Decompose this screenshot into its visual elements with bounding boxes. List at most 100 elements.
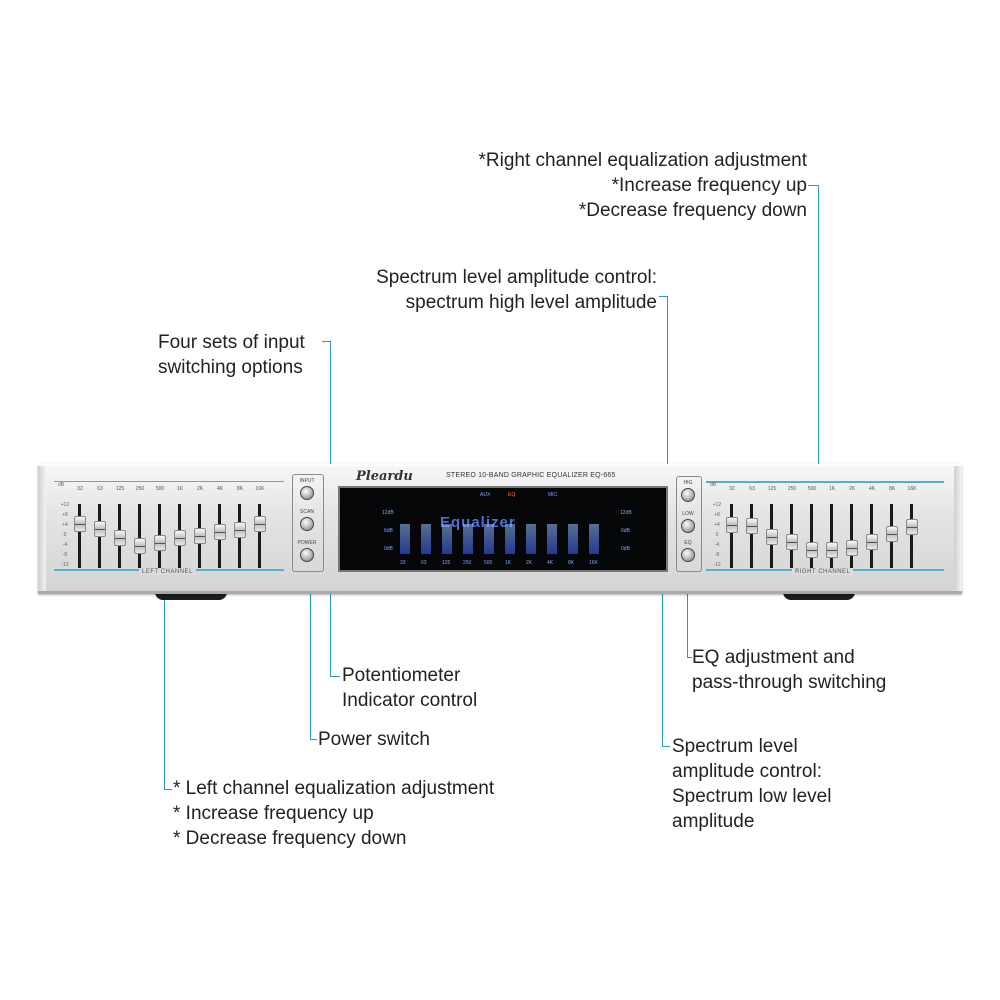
right-freq-label-4K: 4K xyxy=(868,486,876,492)
spectrum-freq-1K: 1K xyxy=(505,560,512,566)
spectrum-freq-125: 125 xyxy=(442,560,451,566)
spectrum-bar-8K xyxy=(568,524,578,554)
right-slider-knob-63[interactable] xyxy=(746,518,758,535)
left-channel-line-3: * Decrease frequency down xyxy=(173,828,407,849)
left-slider-knob-2K[interactable] xyxy=(194,528,206,544)
spectrum-low-body-1: Spectrum low level xyxy=(672,786,832,807)
left-slider-track-32 xyxy=(78,504,81,568)
equalizer-device: Pleardu STEREO 10-BAND GRAPHIC EQUALIZER… xyxy=(38,464,962,594)
scale-right-0: 0dB xyxy=(621,546,630,552)
left-slider-knob-1K[interactable] xyxy=(174,530,186,547)
right-slider-knob-125[interactable] xyxy=(766,528,778,545)
right-slider-track-16K xyxy=(910,504,913,568)
spectrum-bar-125 xyxy=(442,524,452,554)
spectrum-low-annotation: Spectrum level amplitude control: Spectr… xyxy=(672,734,831,834)
left-freq-label-250: 250 xyxy=(135,486,145,492)
left-button-panel xyxy=(292,474,324,572)
left-freq-label-16K: 16K xyxy=(255,486,265,492)
power-button[interactable] xyxy=(300,548,314,562)
scale-left-0: 0dB xyxy=(384,546,393,552)
right-db-scale-1: +8 xyxy=(714,512,720,518)
left-db-scale-0: +12 xyxy=(60,502,70,508)
input-button[interactable] xyxy=(300,486,314,500)
spectrum-bar-16K xyxy=(589,524,599,554)
model-label: STEREO 10-BAND GRAPHIC EQUALIZER EQ-665 xyxy=(446,472,616,479)
left-db-scale-2: +4 xyxy=(62,522,68,528)
right-slider-track-32 xyxy=(730,504,733,568)
right-slider-knob-500[interactable] xyxy=(806,542,818,559)
scale-left-6: 6dB xyxy=(384,528,393,534)
right-slider-knob-1K[interactable] xyxy=(826,542,838,559)
potentiometer-annotation: Potentiometer Indicator control xyxy=(342,663,477,713)
left-slider-knob-16K[interactable] xyxy=(254,516,266,532)
right-db-scale-0: +12 xyxy=(712,502,722,508)
left-slider-knob-125[interactable] xyxy=(114,530,126,547)
potentiometer-line-1: Potentiometer xyxy=(342,665,461,686)
right-slider-knob-250[interactable] xyxy=(786,533,798,550)
right-slider-track-63 xyxy=(750,504,753,568)
right-slider-track-500 xyxy=(810,504,813,568)
spectrum-bar-500 xyxy=(484,524,494,554)
left-slider-knob-250[interactable] xyxy=(134,537,146,554)
spectrum-freq-16K: 16K xyxy=(589,560,598,566)
right-db-scale-3: 0 xyxy=(715,532,719,538)
scan-button[interactable] xyxy=(300,517,314,531)
left-freq-label-2K: 2K xyxy=(196,486,204,492)
spectrum-low-body-2: amplitude xyxy=(672,811,755,832)
left-freq-label-32: 32 xyxy=(77,486,83,492)
spectrum-freq-8K: 8K xyxy=(568,560,575,566)
left-db-scale-1: +8 xyxy=(62,512,68,518)
left-slider-knob-63[interactable] xyxy=(94,520,106,537)
right-slider-knob-4K[interactable] xyxy=(866,533,878,550)
right-slider-track-1K xyxy=(830,504,833,568)
left-db-scale-3: 0 xyxy=(63,532,67,538)
right-channel-line-3: *Decrease frequency down xyxy=(578,200,807,221)
spectrum-high-title: Spectrum level amplitude control: xyxy=(376,267,657,288)
right-slider-knob-32[interactable] xyxy=(726,517,738,534)
left-slider-knob-4K[interactable] xyxy=(214,524,226,541)
eq-button[interactable] xyxy=(681,548,695,562)
left-rack-ear xyxy=(38,466,46,591)
hig-label: HIG xyxy=(683,480,693,486)
power-label: POWER xyxy=(297,540,317,546)
scan-label: SCAN xyxy=(300,509,314,515)
left-freq-label-8K: 8K xyxy=(236,486,244,492)
left-freq-label-63: 63 xyxy=(97,486,103,492)
spectrum-bar-2K xyxy=(526,524,536,554)
spectrum-high-body: spectrum high level amplitude xyxy=(405,292,657,313)
right-freq-label-16K: 16K xyxy=(907,486,917,492)
left-freq-label-500: 500 xyxy=(155,486,165,492)
low-button[interactable] xyxy=(681,519,695,533)
right-rack-ear xyxy=(954,466,962,591)
spectrum-bar-250 xyxy=(463,524,473,554)
right-freq-label-8K: 8K xyxy=(888,486,896,492)
left-freq-label-1K: 1K xyxy=(176,486,184,492)
eq-adjust-annotation: EQ adjustment and pass-through switching xyxy=(692,645,886,695)
right-db-scale-2: +4 xyxy=(714,522,720,528)
left-slider-track-16K xyxy=(258,504,261,568)
left-slider-knob-8K[interactable] xyxy=(234,522,246,539)
right-db-scale-6: -12 xyxy=(713,562,721,568)
left-slider-knob-32[interactable] xyxy=(74,516,86,532)
right-freq-label-1K: 1K xyxy=(828,486,836,492)
right-db-scale-5: -8 xyxy=(714,552,720,558)
spectrum-freq-250: 250 xyxy=(463,560,472,566)
right-freq-label-500: 500 xyxy=(807,486,817,492)
input-switch-line-1: Four sets of input xyxy=(158,332,305,353)
right-slider-knob-16K[interactable] xyxy=(906,519,918,536)
right-channel-line-2: *Increase frequency up xyxy=(611,175,807,196)
right-freq-label-63: 63 xyxy=(749,486,755,492)
input-switch-line-2: switching options xyxy=(158,357,303,378)
eq-adjust-line-1: EQ adjustment and xyxy=(692,647,855,668)
right-slider-knob-8K[interactable] xyxy=(886,525,898,542)
low-label: LOW xyxy=(682,511,694,517)
right-channel-line-1: *Right channel equalization adjustment xyxy=(478,150,808,171)
eq-indicator: EQ xyxy=(508,492,516,498)
right-freq-label-250: 250 xyxy=(787,486,797,492)
right-slider-knob-2K[interactable] xyxy=(846,540,858,556)
hig-button[interactable] xyxy=(681,488,695,502)
spectrum-high-annotation: Spectrum level amplitude control: spectr… xyxy=(376,265,657,315)
left-slider-knob-500[interactable] xyxy=(154,535,166,552)
right-freq-label-32: 32 xyxy=(729,486,735,492)
